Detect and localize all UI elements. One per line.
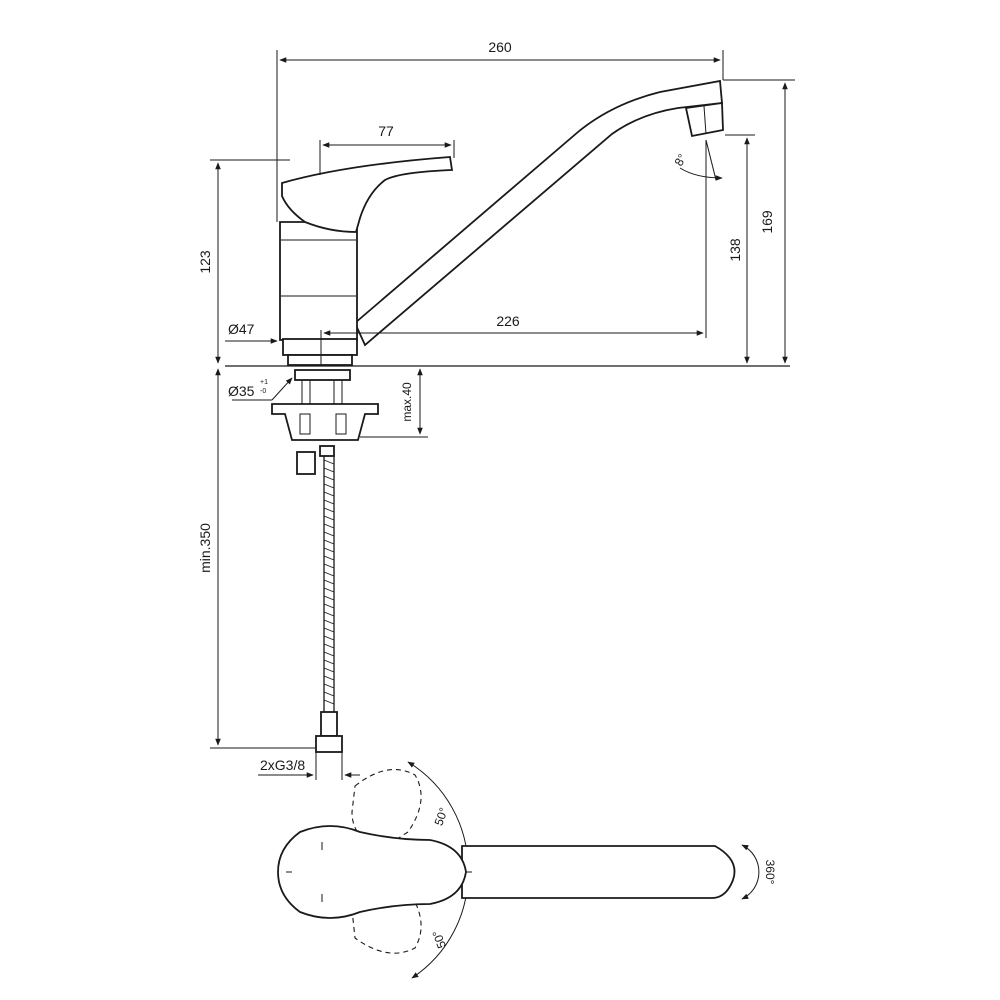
dim-226-label: 226 [496, 313, 520, 329]
dim-d47-label: Ø47 [228, 321, 255, 337]
dim-hole-diameter: Ø35 +1 -0 [228, 377, 293, 401]
side-view: 260 77 123 169 138 [197, 39, 795, 780]
dim-connection: 2xG3/8 [258, 752, 360, 780]
tol-plus: +1 [260, 379, 268, 386]
dim-min350-label: min.350 [197, 523, 213, 573]
top-view: 50° 50° 360° [277, 761, 777, 979]
dim-deck-thickness: max.40 [360, 368, 428, 438]
dim-max40-label: max.40 [400, 382, 414, 422]
spout-top [461, 845, 736, 899]
dim-body-height: 123 [197, 159, 290, 364]
dim-138-label: 138 [727, 238, 743, 262]
dim-260-label: 260 [488, 39, 512, 55]
dim-aerator-angle: 8° [672, 139, 723, 181]
dim-body-diameter: Ø47 [225, 321, 278, 344]
dim-lever-length: 77 [319, 123, 455, 175]
base-plate [282, 338, 358, 356]
dim-outlet-height: 169 [723, 79, 795, 364]
dim-8deg-label: 8° [672, 151, 690, 168]
dim-total-length: 260 [276, 39, 724, 222]
dim-77-label: 77 [378, 123, 394, 139]
spout [353, 79, 723, 347]
dim-g38-label: 2xG3/8 [260, 757, 305, 773]
body-top [277, 825, 467, 919]
tol-minus: -0 [260, 388, 266, 395]
lever-angle-upper-label: 50° [432, 806, 451, 828]
dim-123-label: 123 [197, 250, 213, 274]
lever-position-upper [351, 769, 422, 851]
lever-angle-lower-label: 50° [429, 928, 448, 950]
dim-spout-height: 138 [725, 134, 755, 364]
lever [281, 156, 454, 233]
dim-hose-length: min.350 [197, 368, 316, 749]
mounting-set [271, 369, 379, 441]
dim-d35-label: Ø35 [228, 383, 255, 399]
flexible-hoses [296, 445, 343, 753]
swivel-angle-label: 360° [763, 860, 777, 885]
dim-169-label: 169 [759, 210, 775, 234]
dim-spout-reach: 226 [320, 140, 707, 366]
